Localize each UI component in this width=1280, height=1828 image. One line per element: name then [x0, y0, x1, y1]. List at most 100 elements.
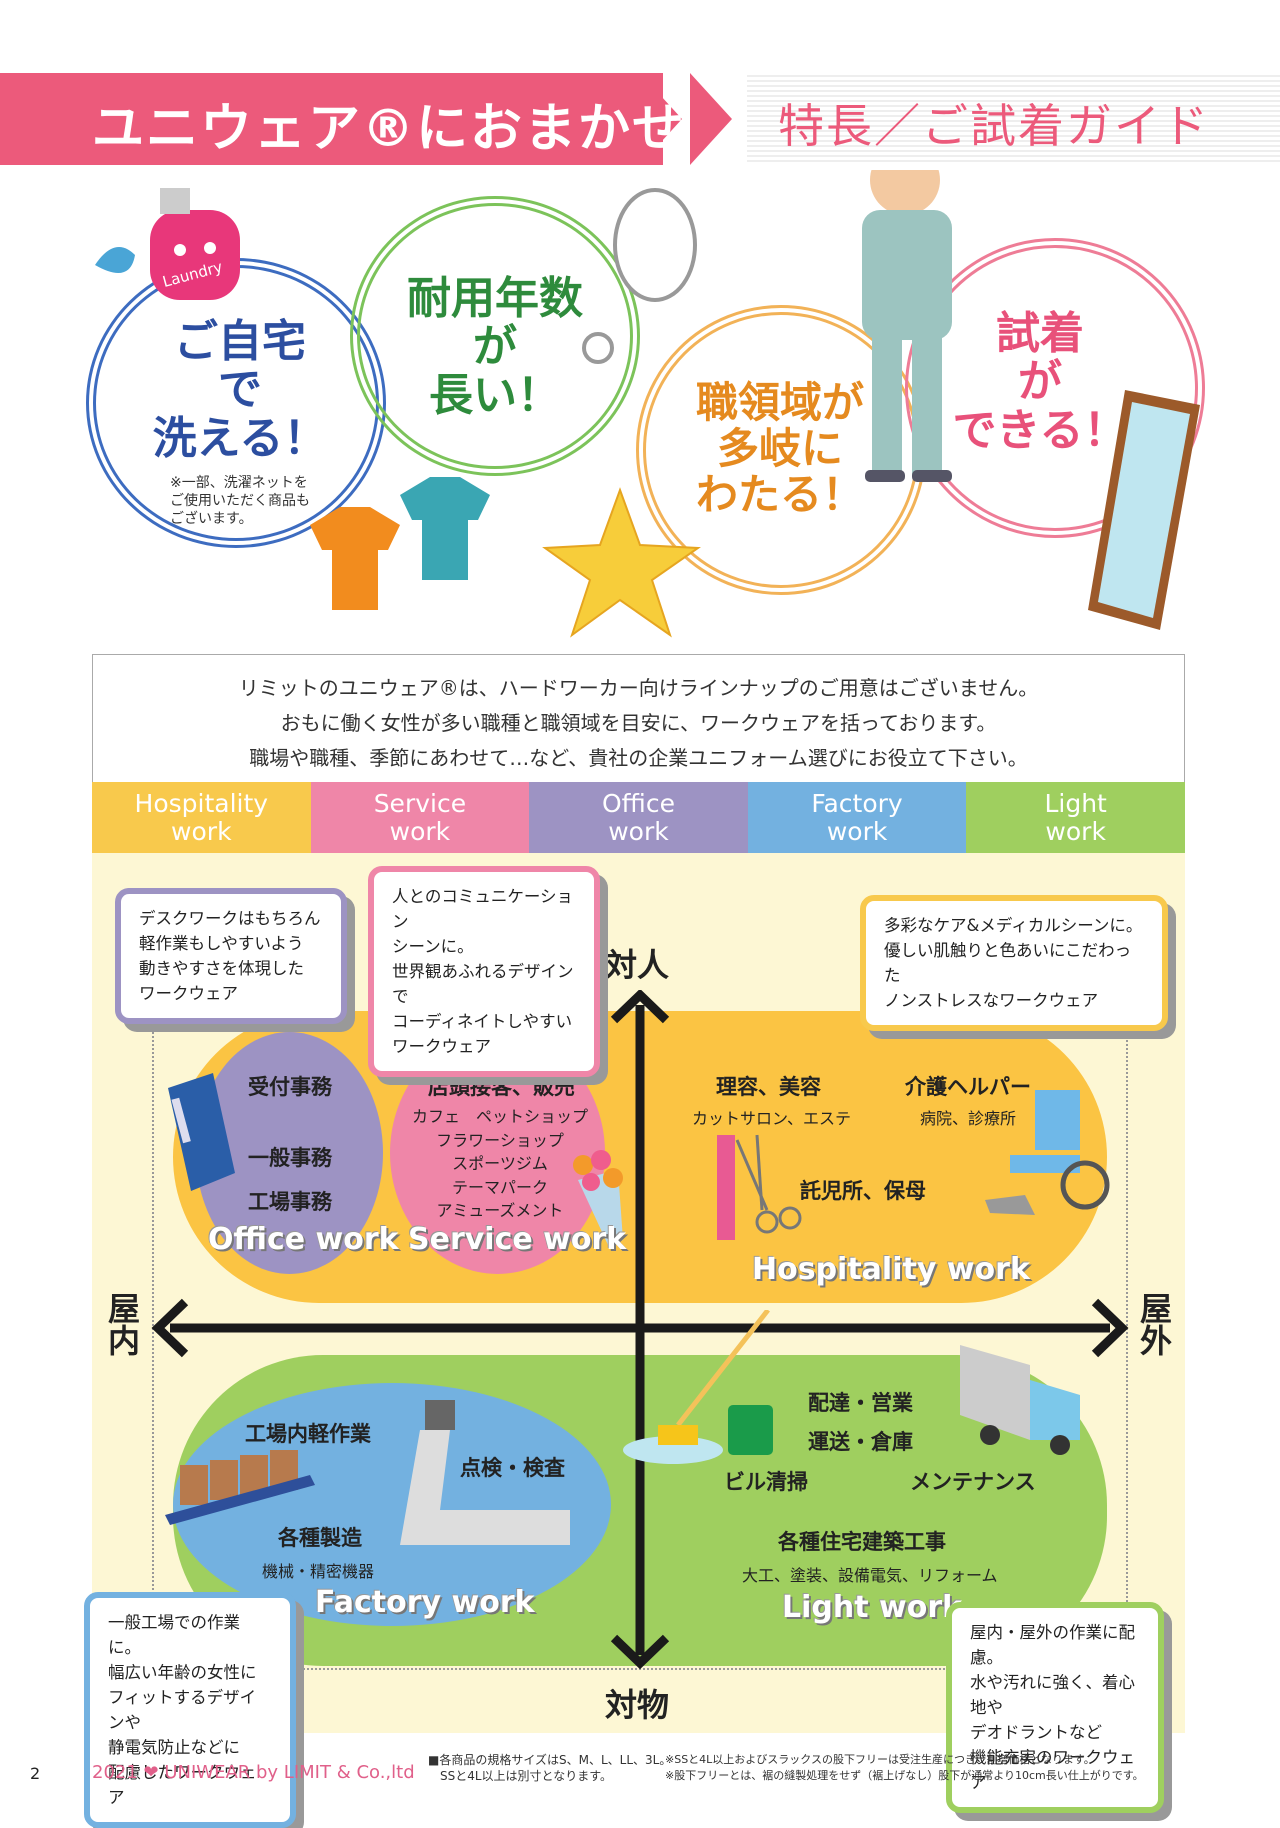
intro-line: リミットのユニウェア®は、ハードワーカー向けラインナップのご用意はございません。	[238, 676, 1039, 700]
orange-shirt-icon	[310, 507, 400, 610]
inspection-line-icon	[400, 1400, 570, 1545]
feature-text: 洗える！	[152, 412, 328, 464]
chevron-icon	[640, 73, 682, 165]
feature-text: で	[218, 364, 262, 416]
factory-work-label: Factory work	[315, 1585, 535, 1620]
callout-line: コーディネイトしやすい	[392, 1012, 573, 1031]
callout-line: フィットするデザインや	[108, 1688, 257, 1732]
light-callout: 屋内・屋外の作業に配慮。水や汚れに強く、着心地やデオドラントなど機能充実のワーク…	[946, 1602, 1164, 1813]
speech-ghost-icon	[582, 188, 697, 364]
laundry-bottle-icon	[150, 188, 240, 300]
note-line: ※股下フリーとは、裾の縫製処理をせず（裾上げなし）股下が通常より10cm長い仕上…	[665, 1769, 1144, 1782]
note-line: ※SSと4L以上およびスラックスの股下フリーは受注生産につき、割増価格となります…	[665, 1753, 1095, 1766]
note-line: SSと4L以上は別寸となります。	[440, 1769, 612, 1783]
chevron-icon	[690, 73, 732, 165]
subtitle-band	[747, 73, 1280, 165]
light-job: 各種住宅建築工事	[778, 1530, 946, 1554]
cat-label: Service	[373, 789, 467, 818]
water-drop-icon	[95, 247, 135, 273]
axis-label-right: 屋外	[1135, 1292, 1173, 1356]
callout-line: ノンストレスなワークウェア	[884, 991, 1099, 1010]
note-line: ございます。	[170, 511, 253, 527]
feature-ring-durable	[350, 196, 640, 476]
service-subs: カフェ ペットショップ フラワーショップ スポーツジム テーマパーク アミューズ…	[400, 1105, 600, 1223]
office-work-label: Office work	[208, 1222, 399, 1257]
axis-label-top: 対人	[605, 946, 670, 984]
callout-line: 動きやすさを体現した	[139, 959, 304, 978]
factory-job: 各種製造	[278, 1526, 362, 1550]
feature-fields: 職領域が 多岐に わたる！	[680, 378, 880, 520]
service-sub: テーマパーク	[451, 1177, 548, 1197]
callout-line: 幅広い年齢の女性に	[108, 1663, 257, 1682]
mop-bucket-icon	[623, 1310, 773, 1464]
truck-icon	[960, 1345, 1080, 1455]
callout-line: ワークウェア	[139, 984, 238, 1003]
cat-label: Hospitality	[134, 789, 269, 818]
arrow-right-icon	[1091, 1298, 1129, 1358]
hospitality-callout: 多彩なケア&メディカルシーンに。優しい肌触りと色あいにこだわったノンストレスなワ…	[860, 895, 1168, 1031]
service-work-label: Service work	[408, 1222, 627, 1257]
wheelchair-icon	[985, 1090, 1110, 1215]
cat-label: Light	[1044, 789, 1107, 818]
feature-illustrations: Laundry	[95, 170, 1200, 638]
star-icon	[542, 487, 701, 638]
light-sub: 大工、塗装、設備電気、リフォーム	[742, 1566, 998, 1585]
feature-durable: 耐用年数 が 長い！	[390, 273, 600, 420]
callout-line: 人とのコミュニケーション	[392, 887, 574, 931]
feature-text: わたる！	[695, 470, 864, 520]
factory-job: 点検・検査	[460, 1456, 565, 1480]
hospitality-job: 理容、美容	[716, 1075, 821, 1099]
hospitality-work-label: Hospitality work	[752, 1252, 1030, 1287]
callout-line: 軽作業もしやすいよう	[139, 934, 304, 953]
callout-line: 機能充実のワークウェア	[970, 1748, 1135, 1792]
order-note: ※SSと4L以上およびスラックスの股下フリーは受注生産につき、割増価格となります…	[665, 1752, 1144, 1784]
intro-line: 職場や職種、季節にあわせて…など、貴社の企業ユニフォーム選びにお役立て下さい。	[249, 746, 1028, 770]
hospitality-sub: 病院、診療所	[920, 1109, 1017, 1128]
callout-line: 屋内・屋外の作業に配慮。	[970, 1623, 1135, 1667]
conveyor-boxes-icon	[165, 1450, 315, 1525]
feature-text: 職領域が	[695, 378, 864, 427]
feature-text: 耐用年数	[407, 273, 583, 324]
callout-line: デオドラントなど	[970, 1723, 1102, 1742]
cat-label: work	[1045, 817, 1106, 846]
factory-sub: 機械・精密機器	[262, 1562, 375, 1581]
feature-text: が	[473, 321, 517, 373]
woman-worker-icon	[862, 170, 952, 482]
brand-footer: 2021 ❤ UNIWEAR by LIMIT & Co.,ltd	[92, 1762, 415, 1783]
office-job: 受付事務	[248, 1075, 332, 1099]
office-callout: デスクワークはもちろん軽作業もしやすいよう動きやすさを体現したワークウェア	[115, 888, 347, 1024]
axis-label-left: 屋内	[103, 1292, 141, 1356]
intro-line: おもに働く女性が多い職種と職領域を目安に、ワークウェアを括っております。	[280, 711, 997, 735]
arrow-down-icon	[610, 1634, 670, 1670]
service-sub: カフェ ペットショップ	[411, 1107, 588, 1126]
factory-area	[173, 1383, 611, 1626]
hospitality-job: 託児所、保母	[800, 1179, 926, 1203]
callout-line: 多彩なケア&メディカルシーンに。	[884, 916, 1143, 935]
service-callout: 人とのコミュニケーションシーンに。世界観あふれるデザインでコーディネイトしやすい…	[368, 866, 600, 1077]
cat-label: work	[389, 817, 451, 846]
binder-icon	[168, 1073, 235, 1191]
feature-text: 多岐に	[716, 424, 843, 474]
service-job: 店頭接客、販売	[428, 1075, 575, 1099]
page-title: ユニウェア®におまかせ	[92, 99, 687, 159]
office-job: 工場事務	[248, 1190, 332, 1214]
cat-label: Factory	[811, 789, 903, 818]
comb-scissors-icon	[717, 1134, 802, 1240]
light-job: ビル清掃	[724, 1470, 808, 1494]
callout-line: 静電気防止などに	[108, 1738, 240, 1757]
light-job: 配達・営業	[808, 1391, 913, 1415]
cat-label: work	[608, 817, 669, 846]
header-band	[0, 73, 663, 165]
axes	[151, 990, 1129, 1670]
callout-line: 水や汚れに強く、着心地や	[970, 1673, 1135, 1717]
factory-job: 工場内軽作業	[245, 1422, 371, 1446]
feature-text: が	[1018, 356, 1062, 408]
callout-line: シーンに。	[392, 937, 474, 956]
callout-line: ワークウェア	[392, 1037, 491, 1056]
callout-line: 一般工場での作業に。	[108, 1613, 240, 1657]
